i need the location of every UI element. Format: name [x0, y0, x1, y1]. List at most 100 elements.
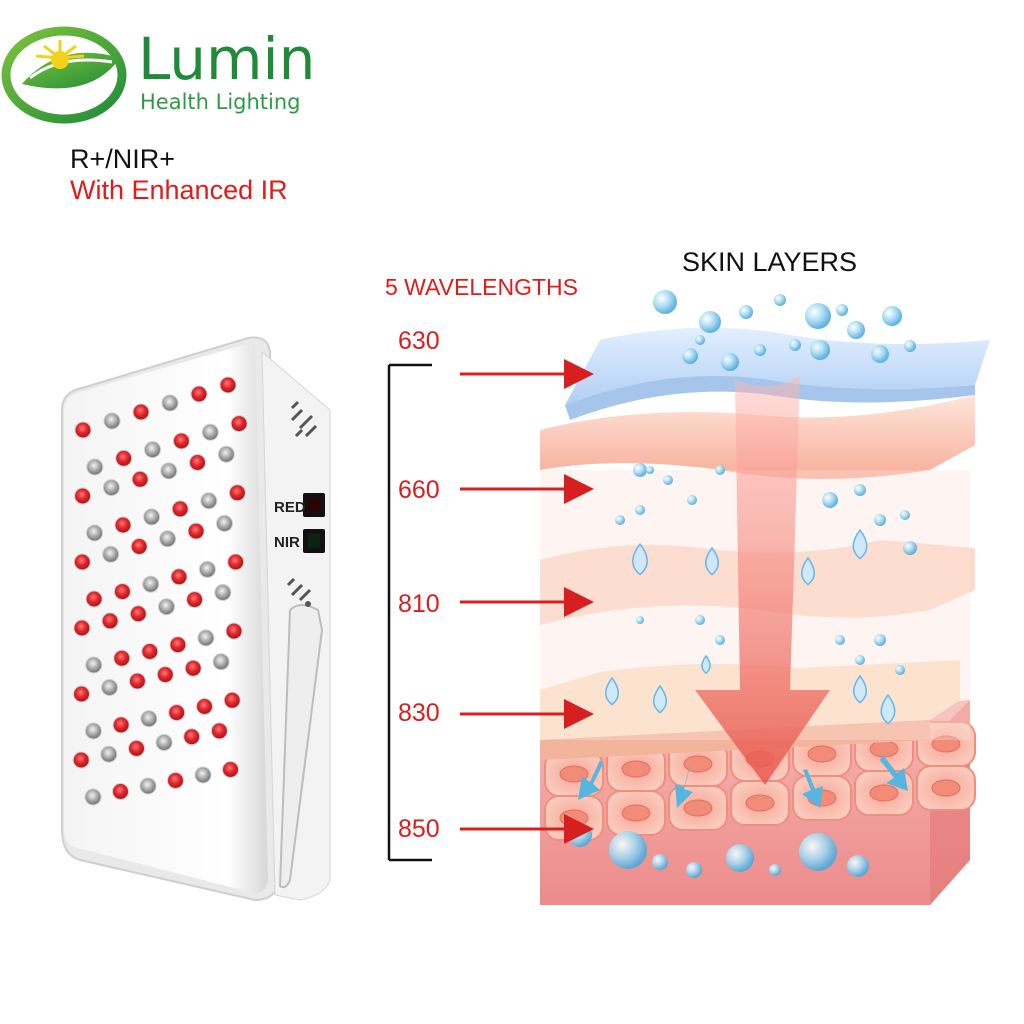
nir-led [144, 441, 161, 459]
nir-led [86, 458, 104, 476]
red-led [112, 783, 129, 800]
cell-nucleus [621, 760, 651, 778]
cell-nucleus [559, 765, 589, 783]
nir-led [159, 530, 177, 548]
spec-tagline: R+/NIR+ [70, 144, 176, 174]
cell-nucleus [559, 809, 589, 827]
water-drop [800, 556, 816, 586]
nir-led [143, 508, 161, 526]
nir-led [85, 656, 103, 674]
brand-subtitle: Health Lighting [140, 90, 301, 114]
nir-led [194, 766, 212, 784]
red-led [128, 672, 146, 690]
red-led [72, 751, 90, 769]
nir-led [216, 514, 233, 532]
wavelength-label-660: 660 [398, 476, 440, 504]
wavelength-label-630: 630 [398, 327, 440, 355]
nir-led [102, 545, 120, 563]
bubble [774, 294, 786, 306]
red-led [113, 649, 131, 667]
red-led [85, 590, 103, 608]
red-led [112, 716, 130, 734]
nir-led [155, 734, 173, 751]
nir-led [198, 560, 216, 578]
bubble [687, 495, 697, 505]
red-led [223, 691, 241, 709]
bubble [721, 353, 739, 371]
enhanced-ir-tagline: With Enhanced IR [70, 175, 288, 205]
red-switch[interactable] [303, 493, 325, 517]
red-led [132, 403, 150, 421]
bubble [653, 290, 677, 314]
red-led [228, 484, 246, 502]
red-led [171, 500, 189, 518]
water-drop [701, 654, 711, 675]
water-drop [604, 676, 620, 706]
red-led [196, 698, 213, 715]
water-drop [704, 546, 720, 576]
led-grid [72, 376, 248, 806]
bubble [695, 615, 705, 625]
red-led [156, 666, 174, 684]
bubble [799, 833, 837, 871]
nir-led [197, 629, 215, 647]
brand-logo-icon [1, 26, 127, 124]
wavelength-bracket [387, 363, 432, 862]
red-led [227, 553, 245, 571]
red-led [131, 470, 149, 488]
penetration-arrow [695, 375, 830, 785]
cell-nucleus [807, 745, 837, 763]
red-led [189, 454, 206, 471]
nir-led [100, 745, 118, 763]
bubble [646, 466, 654, 474]
nir-led [84, 788, 102, 806]
wavelength-label-810: 810 [398, 590, 440, 618]
bubble [854, 484, 866, 496]
wavelength-label-830: 830 [398, 699, 440, 727]
nir-led [201, 423, 219, 441]
bubble [635, 505, 645, 515]
bubble [636, 616, 644, 624]
bubble [739, 305, 753, 319]
red-led [129, 605, 147, 623]
nir-led [212, 653, 230, 671]
nir-led [140, 710, 158, 728]
bubble [847, 855, 869, 877]
red-led [187, 522, 205, 540]
bubble [633, 463, 647, 477]
nir-led [161, 394, 179, 412]
nir-switch[interactable] [303, 529, 325, 553]
bubble [874, 634, 886, 646]
red-led [74, 421, 92, 439]
bubble [835, 635, 845, 645]
bubble [904, 340, 916, 352]
red-led [101, 612, 119, 630]
red-led [114, 516, 132, 534]
wavelength-label-850: 850 [398, 815, 440, 843]
bubble [726, 844, 754, 872]
bubble [699, 311, 721, 333]
light-therapy-device: RED NIR [61, 336, 331, 902]
nir-led [103, 412, 121, 430]
bubble [895, 665, 905, 675]
water-drop [852, 674, 868, 704]
red-led [141, 643, 159, 660]
bubble [652, 854, 668, 870]
absorption-arrows [578, 755, 908, 808]
bubble [615, 515, 625, 525]
bubble [789, 339, 801, 351]
skin-layers-illustration [540, 290, 990, 905]
red-led [210, 722, 228, 740]
skin-layers-title: SKIN LAYERS [682, 247, 858, 277]
cell-nucleus [683, 799, 713, 817]
bubble [609, 831, 647, 869]
bubble [855, 655, 865, 665]
nir-led [139, 777, 157, 795]
nir-led [101, 679, 118, 696]
bubble [695, 335, 705, 345]
bubble [715, 465, 725, 475]
bubble [663, 475, 673, 485]
nir-led [200, 492, 218, 510]
water-drop [852, 528, 868, 560]
brand-name: Lumin [138, 25, 316, 93]
